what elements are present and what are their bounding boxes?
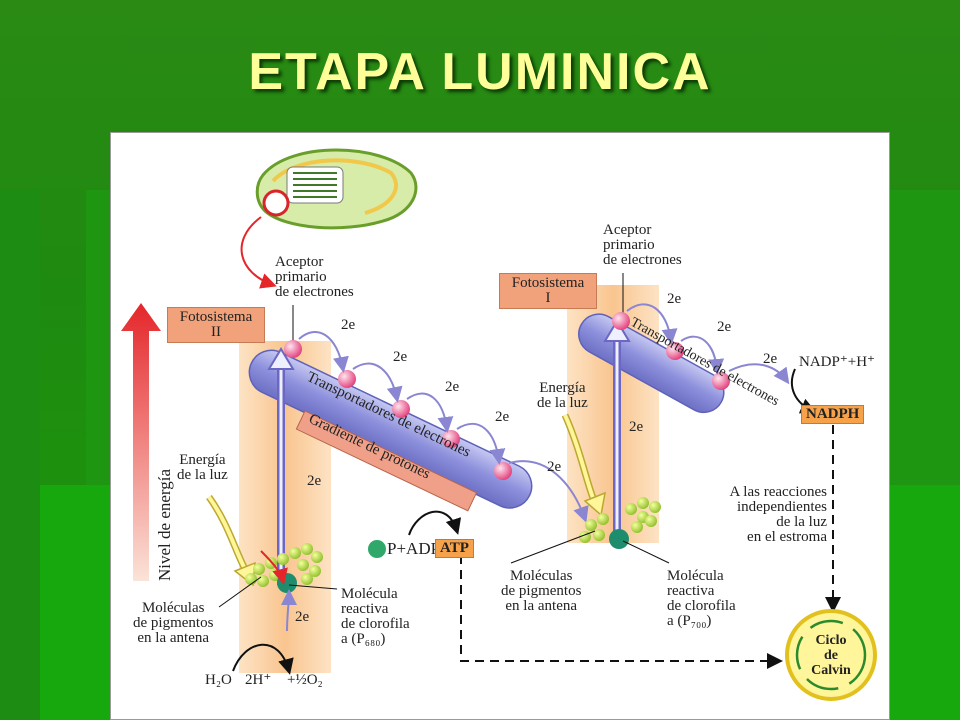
calvin-cycle-icon — [785, 609, 877, 701]
electron-hops — [298, 303, 790, 523]
electron-label: 2e — [667, 291, 682, 307]
slide-title: ETAPA LUMINICA — [248, 43, 712, 101]
zoom-arrow — [240, 216, 277, 289]
electron-label: 2e — [547, 459, 562, 475]
electron-label: 2e — [393, 349, 408, 365]
electron-label: 2e — [495, 409, 510, 425]
protons-label: 2H⁺ — [245, 672, 272, 688]
antenna-pigments-ps1 — [579, 497, 661, 549]
excitation-arrow-ps2 — [267, 347, 295, 585]
electron-label: 2e — [629, 419, 644, 435]
electron-label: 2e — [445, 379, 460, 395]
p-adp-label: P+ADP — [387, 539, 441, 558]
energy-axis-label: Nivel de energía — [155, 468, 174, 581]
water-label: H₂O — [205, 672, 232, 688]
oxygen-label: +½O₂ — [287, 672, 323, 688]
electron-carriers-ps2 — [284, 340, 512, 480]
electron-label: 2e — [341, 317, 356, 333]
excitation-arrow-ps1 — [603, 319, 631, 537]
atp-badge: ATP — [435, 539, 474, 558]
nadp-label: NADP⁺+H⁺ — [799, 354, 875, 370]
atp-to-calvin-dashed — [460, 555, 783, 669]
background-band-left — [0, 190, 40, 720]
phosphate-icon — [368, 540, 386, 558]
chloroplast-icon — [255, 148, 418, 230]
energy-level-arrow — [121, 303, 161, 581]
electron-carriers-ps1 — [612, 312, 730, 390]
electron-label: 2e — [295, 609, 310, 625]
electron-label: 2e — [763, 351, 778, 367]
proton-gradient-band — [295, 410, 478, 512]
diagram-graphics — [121, 148, 877, 701]
nadph-badge: NADPH — [801, 405, 865, 424]
electron-label: 2e — [717, 319, 732, 335]
electron-label: 2e — [307, 473, 322, 489]
